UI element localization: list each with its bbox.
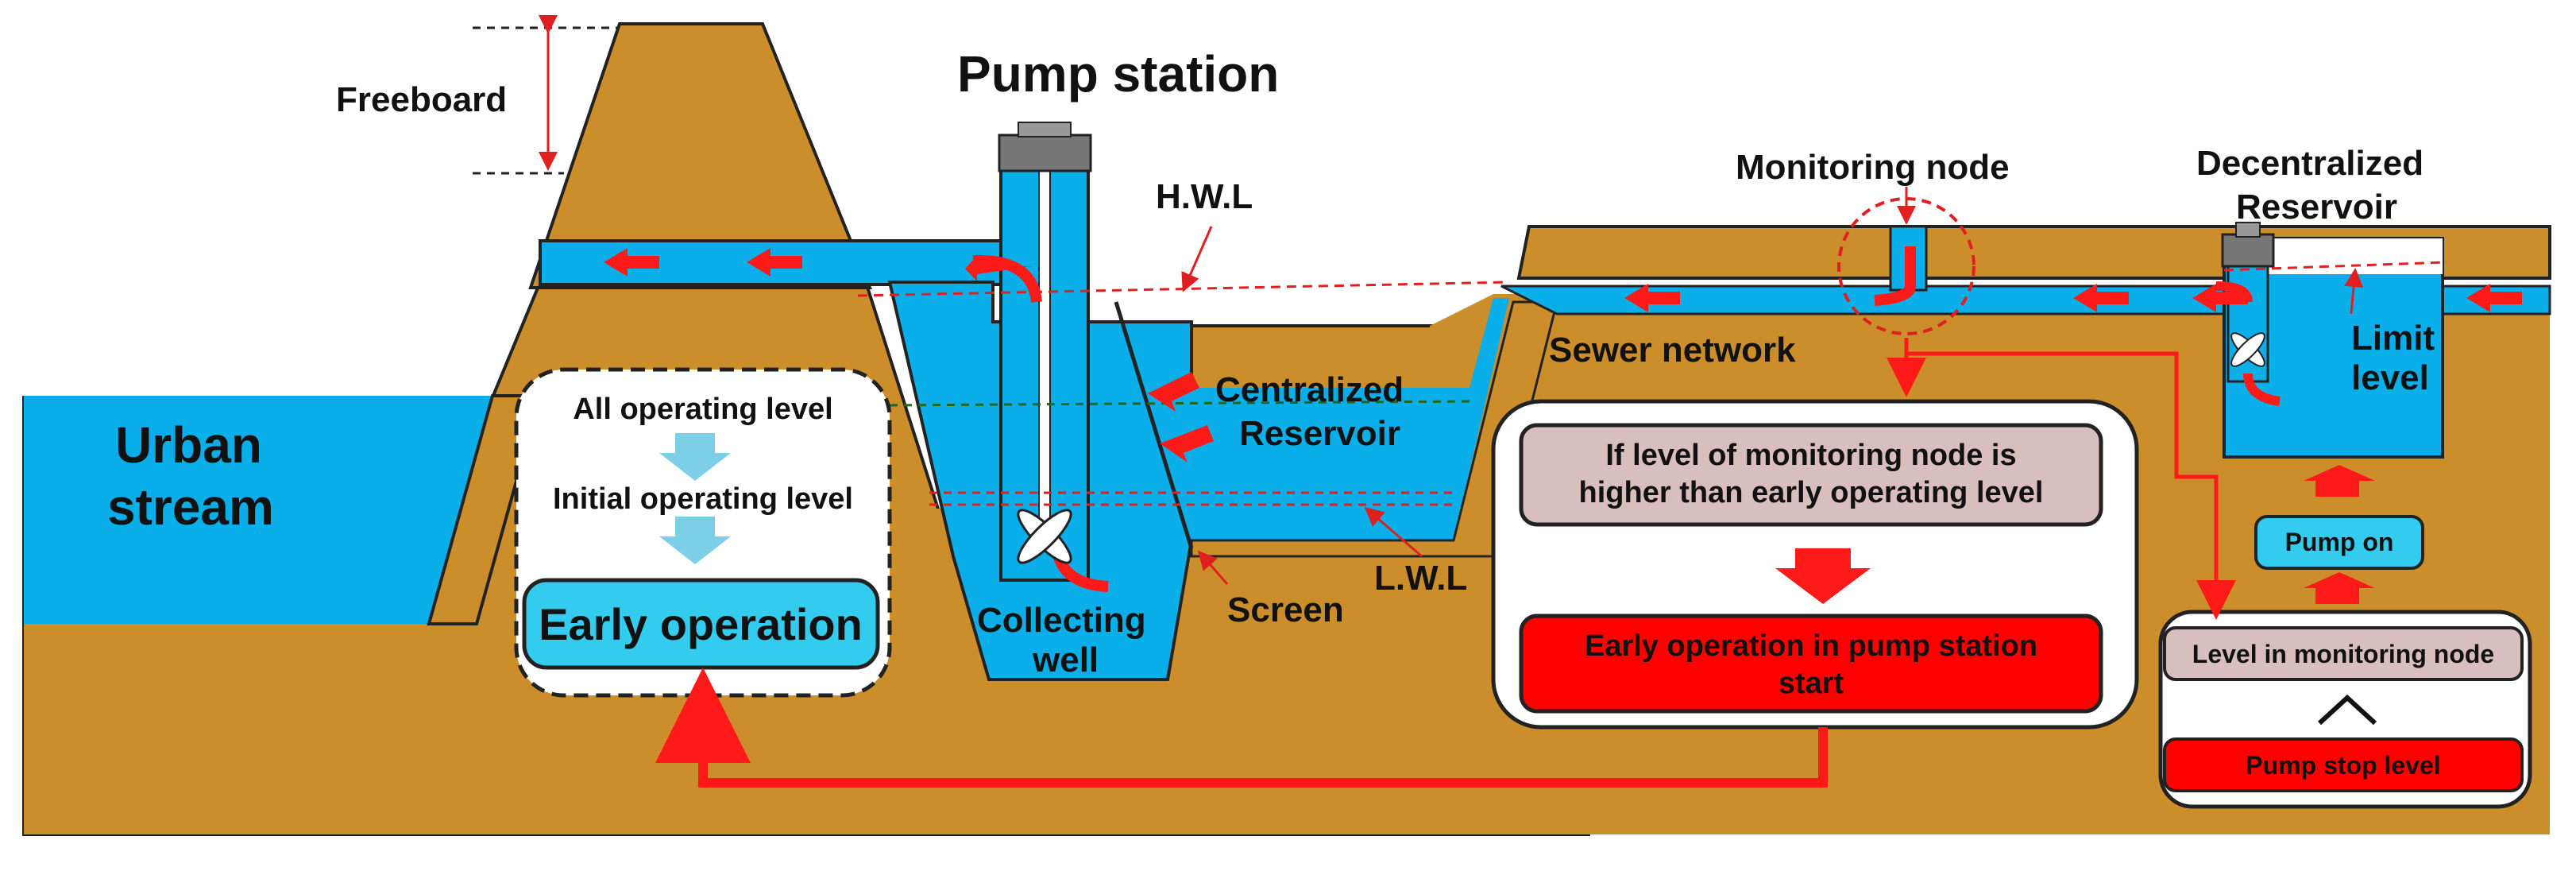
decentral-bend-top: [2215, 281, 2253, 303]
pump-bend: [972, 254, 1042, 303]
screen: [1114, 301, 1194, 549]
operating-line-green: [889, 400, 1470, 407]
condition-line-1: If level of monitoring node is: [1605, 439, 2016, 472]
screen-leader: [1198, 550, 1229, 585]
centralized-label-2: Reservoir: [1239, 414, 1400, 453]
lwl-label: L.W.L: [1374, 559, 1467, 598]
limit-label-1: Limit: [2351, 319, 2435, 358]
condition-box: [1519, 423, 2103, 527]
monitoring-node-label: Monitoring node: [1736, 148, 2010, 187]
pump-outlet-arrow: [965, 256, 1033, 281]
monitoring-node-marker: [1837, 197, 1975, 335]
sewer-network-label: Sewer network: [1549, 331, 1796, 370]
pump-on-box: [2254, 515, 2424, 570]
pump-stop-label: Pump stop level: [2246, 751, 2440, 780]
urban-stream-label-2: stream: [107, 478, 274, 536]
lwl-leader: [1364, 507, 1423, 558]
collecting-well-label-1: Collecting: [977, 601, 1146, 640]
limit-label-2: level: [2351, 358, 2429, 397]
freeboard-label: Freeboard: [336, 80, 507, 119]
limit-level-line: [2223, 261, 2447, 272]
caret-symbol: [2317, 694, 2377, 726]
condition-down-arrow: [1775, 548, 1871, 604]
hwl-leader: [1181, 226, 1213, 292]
early-operation-label: Early operation: [539, 599, 863, 649]
centralized-label-1: Centralized: [1215, 370, 1404, 409]
collecting-well-label-2: well: [1032, 641, 1099, 679]
pump-shaft: [1038, 166, 1051, 549]
decentral-impeller: [2230, 332, 2265, 367]
result-box: [1519, 614, 2103, 714]
pump-impeller: [1017, 509, 1072, 564]
initial-operating-level-label: Initial operating level: [553, 482, 853, 516]
decentral-pump-top: [2235, 222, 2261, 238]
condition-line-2: higher than early operating level: [1579, 476, 2044, 509]
urban-stream-label-1: Urban: [115, 416, 262, 474]
decentral-pump-motor: [2221, 233, 2275, 268]
pump-stop-box: [2163, 737, 2524, 792]
pump-on-arrows: [2304, 465, 2375, 604]
flow-arrows: [604, 248, 2522, 463]
decentral-bend-bottom: [2243, 373, 2281, 406]
pump-station-title: Pump station: [957, 45, 1279, 103]
limit-leader: [2344, 268, 2364, 315]
levee: [528, 22, 872, 289]
result-line-2: start: [1778, 667, 1844, 700]
result-line-1: Early operation in pump station: [1585, 629, 2037, 663]
pump-motor-top: [1018, 122, 1072, 137]
decentralized-label-2: Reservoir: [2236, 188, 2397, 226]
pump-on-label: Pump on: [2285, 528, 2394, 556]
manhole-bend: [1874, 246, 1916, 306]
level-monitoring-box: [2163, 626, 2524, 681]
all-operating-level-label: All operating level: [573, 393, 832, 426]
decentralized-label-1: Decentralized: [2196, 144, 2423, 183]
control-line-main: [655, 668, 1828, 788]
centralized-reservoir-water: [1112, 298, 1509, 540]
control-line-decentral: [1906, 351, 2236, 620]
pump-motor: [998, 134, 1092, 172]
urban-stream-water: [24, 396, 492, 624]
light-blue-arrows: [659, 433, 731, 564]
screen-label: Screen: [1227, 590, 1344, 629]
hwl-label: H.W.L: [1156, 177, 1253, 216]
level-monitoring-label: Level in monitoring node: [2192, 640, 2494, 668]
